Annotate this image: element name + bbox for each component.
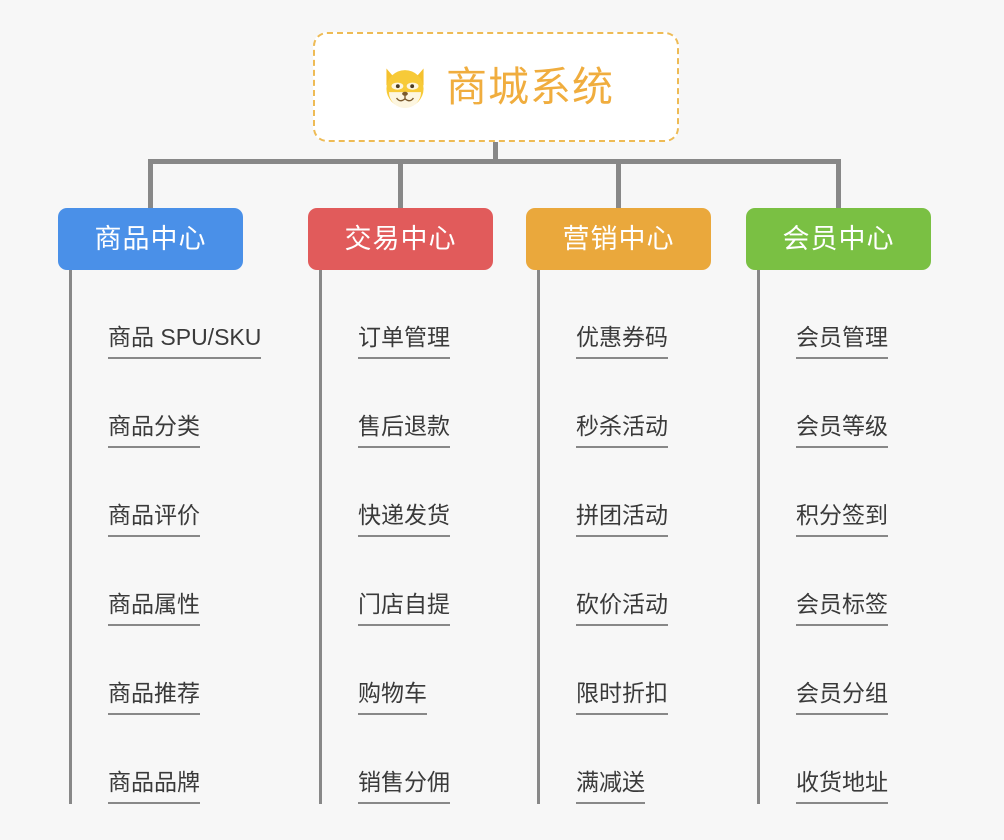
leaf-item-label: 积分签到 xyxy=(796,502,888,537)
leaf-item[interactable]: 积分签到 xyxy=(757,448,888,537)
leaf-item-label: 会员等级 xyxy=(796,413,888,448)
leaf-item-label: 拼团活动 xyxy=(576,502,668,537)
category-box-product-center[interactable]: 商品中心 xyxy=(58,208,243,270)
category-label: 会员中心 xyxy=(782,223,895,254)
branch-drop-connector-trade-center xyxy=(398,159,403,209)
leaf-item[interactable]: 销售分佣 xyxy=(319,715,450,804)
leaf-item[interactable]: 会员分组 xyxy=(757,626,888,715)
root-title: 商城系统 xyxy=(446,63,614,110)
leaf-item[interactable]: 商品属性 xyxy=(69,537,261,626)
horizontal-bus-connector xyxy=(148,159,840,164)
leaf-item[interactable]: 秒杀活动 xyxy=(537,359,668,448)
leaf-item-label: 砍价活动 xyxy=(576,591,668,626)
branch-drop-connector-product-center xyxy=(148,159,153,209)
leaf-item-label: 商品推荐 xyxy=(108,680,200,715)
leaf-item-label: 限时折扣 xyxy=(576,680,668,715)
leaf-item[interactable]: 会员等级 xyxy=(757,359,888,448)
branch-drop-connector-marketing-center xyxy=(616,159,621,209)
leaf-item-label: 会员管理 xyxy=(796,324,888,359)
leaf-item[interactable]: 订单管理 xyxy=(319,270,450,359)
category-box-marketing-center[interactable]: 营销中心 xyxy=(526,208,711,270)
leaf-item[interactable]: 商品评价 xyxy=(69,448,261,537)
leaf-item-label: 商品属性 xyxy=(108,591,200,626)
leaf-column-member-center: 会员管理会员等级积分签到会员标签会员分组收货地址 xyxy=(757,270,888,804)
leaf-item-label: 售后退款 xyxy=(358,413,450,448)
leaf-item[interactable]: 商品品牌 xyxy=(69,715,261,804)
leaf-item[interactable]: 满减送 xyxy=(537,715,668,804)
leaf-item[interactable]: 会员标签 xyxy=(757,537,888,626)
leaf-item-label: 秒杀活动 xyxy=(576,413,668,448)
leaf-item-label: 会员标签 xyxy=(796,591,888,626)
leaf-item[interactable]: 门店自提 xyxy=(319,537,450,626)
category-box-member-center[interactable]: 会员中心 xyxy=(746,208,931,270)
leaf-column-marketing-center: 优惠券码秒杀活动拼团活动砍价活动限时折扣满减送 xyxy=(537,270,668,804)
root-stem-connector xyxy=(493,142,498,164)
leaf-item[interactable]: 快递发货 xyxy=(319,448,450,537)
category-label: 交易中心 xyxy=(344,223,457,254)
leaf-item-label: 会员分组 xyxy=(796,680,888,715)
leaf-item[interactable]: 商品分类 xyxy=(69,359,261,448)
category-box-trade-center[interactable]: 交易中心 xyxy=(308,208,493,270)
leaf-item[interactable]: 商品 SPU/SKU xyxy=(69,270,262,359)
leaf-item[interactable]: 限时折扣 xyxy=(537,626,668,715)
leaf-item[interactable]: 砍价活动 xyxy=(537,537,668,626)
leaf-column-product-center: 商品 SPU/SKU 商品分类商品评价商品属性商品推荐商品品牌 xyxy=(69,270,262,804)
leaf-column-trade-center: 订单管理售后退款快递发货门店自提购物车销售分佣 xyxy=(319,270,450,804)
leaf-item-label: 商品分类 xyxy=(108,413,200,448)
leaf-item[interactable]: 商品推荐 xyxy=(69,626,261,715)
leaf-item-label: 商品评价 xyxy=(108,502,200,537)
branch-drop-connector-member-center xyxy=(836,159,841,209)
leaf-item-label: 商品品牌 xyxy=(108,769,200,804)
category-label: 商品中心 xyxy=(94,223,207,254)
leaf-item-label: 商品 SPU/SKU xyxy=(108,324,262,359)
leaf-item-label: 收货地址 xyxy=(796,769,888,804)
leaf-item[interactable]: 售后退款 xyxy=(319,359,450,448)
leaf-item-label: 优惠券码 xyxy=(576,324,668,359)
shiba-dog-face-icon xyxy=(386,68,424,109)
leaf-item-label: 快递发货 xyxy=(358,502,450,537)
leaf-item-label: 满减送 xyxy=(576,769,645,804)
leaf-item-label: 销售分佣 xyxy=(358,769,450,804)
leaf-item-label: 订单管理 xyxy=(358,324,450,359)
root-node[interactable]: 商城系统 xyxy=(313,32,679,142)
leaf-item[interactable]: 收货地址 xyxy=(757,715,888,804)
category-label: 营销中心 xyxy=(562,223,675,254)
leaf-item-label: 购物车 xyxy=(358,680,427,715)
leaf-item[interactable]: 拼团活动 xyxy=(537,448,668,537)
leaf-item[interactable]: 购物车 xyxy=(319,626,450,715)
leaf-item-label: 门店自提 xyxy=(358,591,450,626)
leaf-item[interactable]: 会员管理 xyxy=(757,270,888,359)
leaf-item[interactable]: 优惠券码 xyxy=(537,270,668,359)
